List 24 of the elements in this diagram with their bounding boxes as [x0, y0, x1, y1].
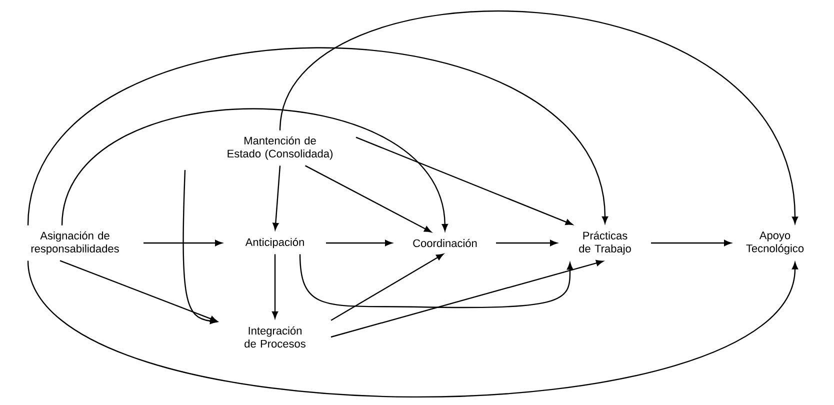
arrow — [27, 260, 798, 398]
concept-label: Apoyo Tecnológico — [746, 232, 804, 254]
arrow — [304, 165, 432, 232]
arrow — [279, 11, 798, 224]
arrow — [330, 254, 444, 321]
arrow — [272, 254, 278, 319]
arrow — [299, 254, 574, 308]
arrow — [182, 170, 218, 324]
arrow — [330, 260, 604, 338]
concept-label: Asignación de responsabilidades — [31, 231, 119, 255]
concept-label: Integración de Procesos — [244, 326, 306, 348]
concept-label: Anticipación — [245, 238, 304, 248]
arrow — [27, 47, 608, 226]
arrow — [326, 240, 392, 246]
arrow — [144, 240, 222, 246]
arrow — [356, 136, 573, 226]
concept-label: Coordinación — [413, 238, 477, 248]
concept-label: Prácticas de Trabajo — [579, 231, 631, 255]
arrow — [496, 240, 558, 246]
arrow — [651, 240, 732, 246]
concept-label: Mantención de Estado (Consolidada) — [228, 136, 332, 160]
arrow — [61, 108, 448, 232]
arrow — [272, 166, 281, 230]
arrow — [60, 260, 218, 322]
